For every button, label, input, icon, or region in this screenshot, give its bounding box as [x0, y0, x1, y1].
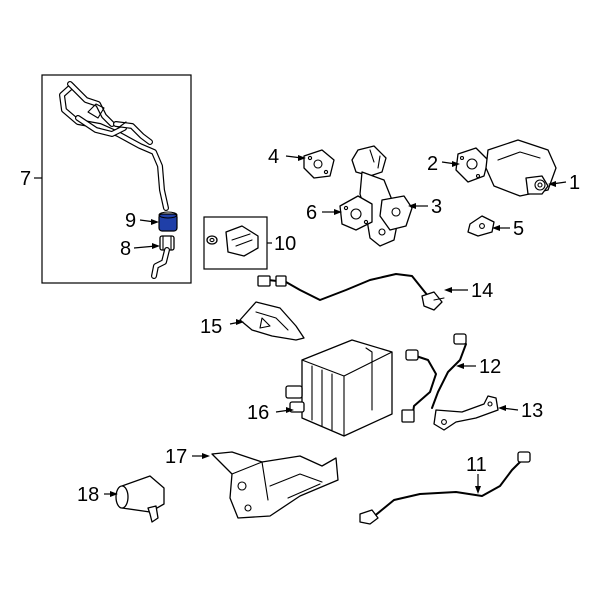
part-5-gasket[interactable] [467, 215, 495, 237]
callout-17[interactable]: 17 [165, 446, 187, 468]
part-6-gasket[interactable] [339, 195, 373, 231]
callout-1[interactable]: 1 [569, 172, 580, 194]
part-7-group-box [41, 74, 192, 284]
callout-13[interactable]: 13 [521, 400, 543, 422]
callout-12[interactable]: 12 [479, 356, 501, 378]
part-12-harness[interactable] [401, 333, 467, 423]
part-16-canister[interactable] [285, 339, 393, 437]
callout-18[interactable]: 18 [77, 484, 99, 506]
leader-lines [34, 155, 567, 497]
part-3-bracket[interactable] [351, 145, 413, 247]
callout-7[interactable]: 7 [20, 168, 31, 190]
part-15-heat-shield[interactable] [239, 301, 305, 341]
part-10-bracket[interactable] [206, 225, 259, 257]
callout-3[interactable]: 3 [431, 196, 442, 218]
callout-16[interactable]: 16 [247, 402, 269, 424]
part-1-valve[interactable] [485, 139, 557, 197]
callout-10[interactable]: 10 [274, 233, 296, 255]
callout-6[interactable]: 6 [306, 202, 317, 224]
part-2-gasket[interactable] [455, 147, 489, 183]
part-4-gasket[interactable] [303, 149, 335, 179]
callout-14[interactable]: 14 [471, 280, 493, 302]
part-7-vapor-tube[interactable] [59, 81, 169, 211]
callout-11[interactable]: 11 [466, 454, 487, 476]
callout-5[interactable]: 5 [513, 218, 524, 240]
part-11-sensor[interactable] [359, 451, 531, 525]
callout-labels: 1 2 3 4 5 6 7 8 9 10 11 12 13 14 15 16 1… [20, 146, 580, 506]
callout-15[interactable]: 15 [200, 316, 222, 338]
part-9-sleeve[interactable] [158, 211, 178, 232]
part-17-shield[interactable] [211, 451, 339, 519]
callout-8[interactable]: 8 [120, 238, 131, 260]
callout-9[interactable]: 9 [125, 210, 136, 232]
part-18-filter[interactable] [115, 475, 165, 523]
callout-4[interactable]: 4 [268, 146, 279, 168]
callout-2[interactable]: 2 [427, 153, 438, 175]
part-14-sensor[interactable] [257, 273, 445, 311]
part-8-connector[interactable] [151, 235, 175, 279]
part-13-bracket[interactable] [433, 395, 499, 431]
